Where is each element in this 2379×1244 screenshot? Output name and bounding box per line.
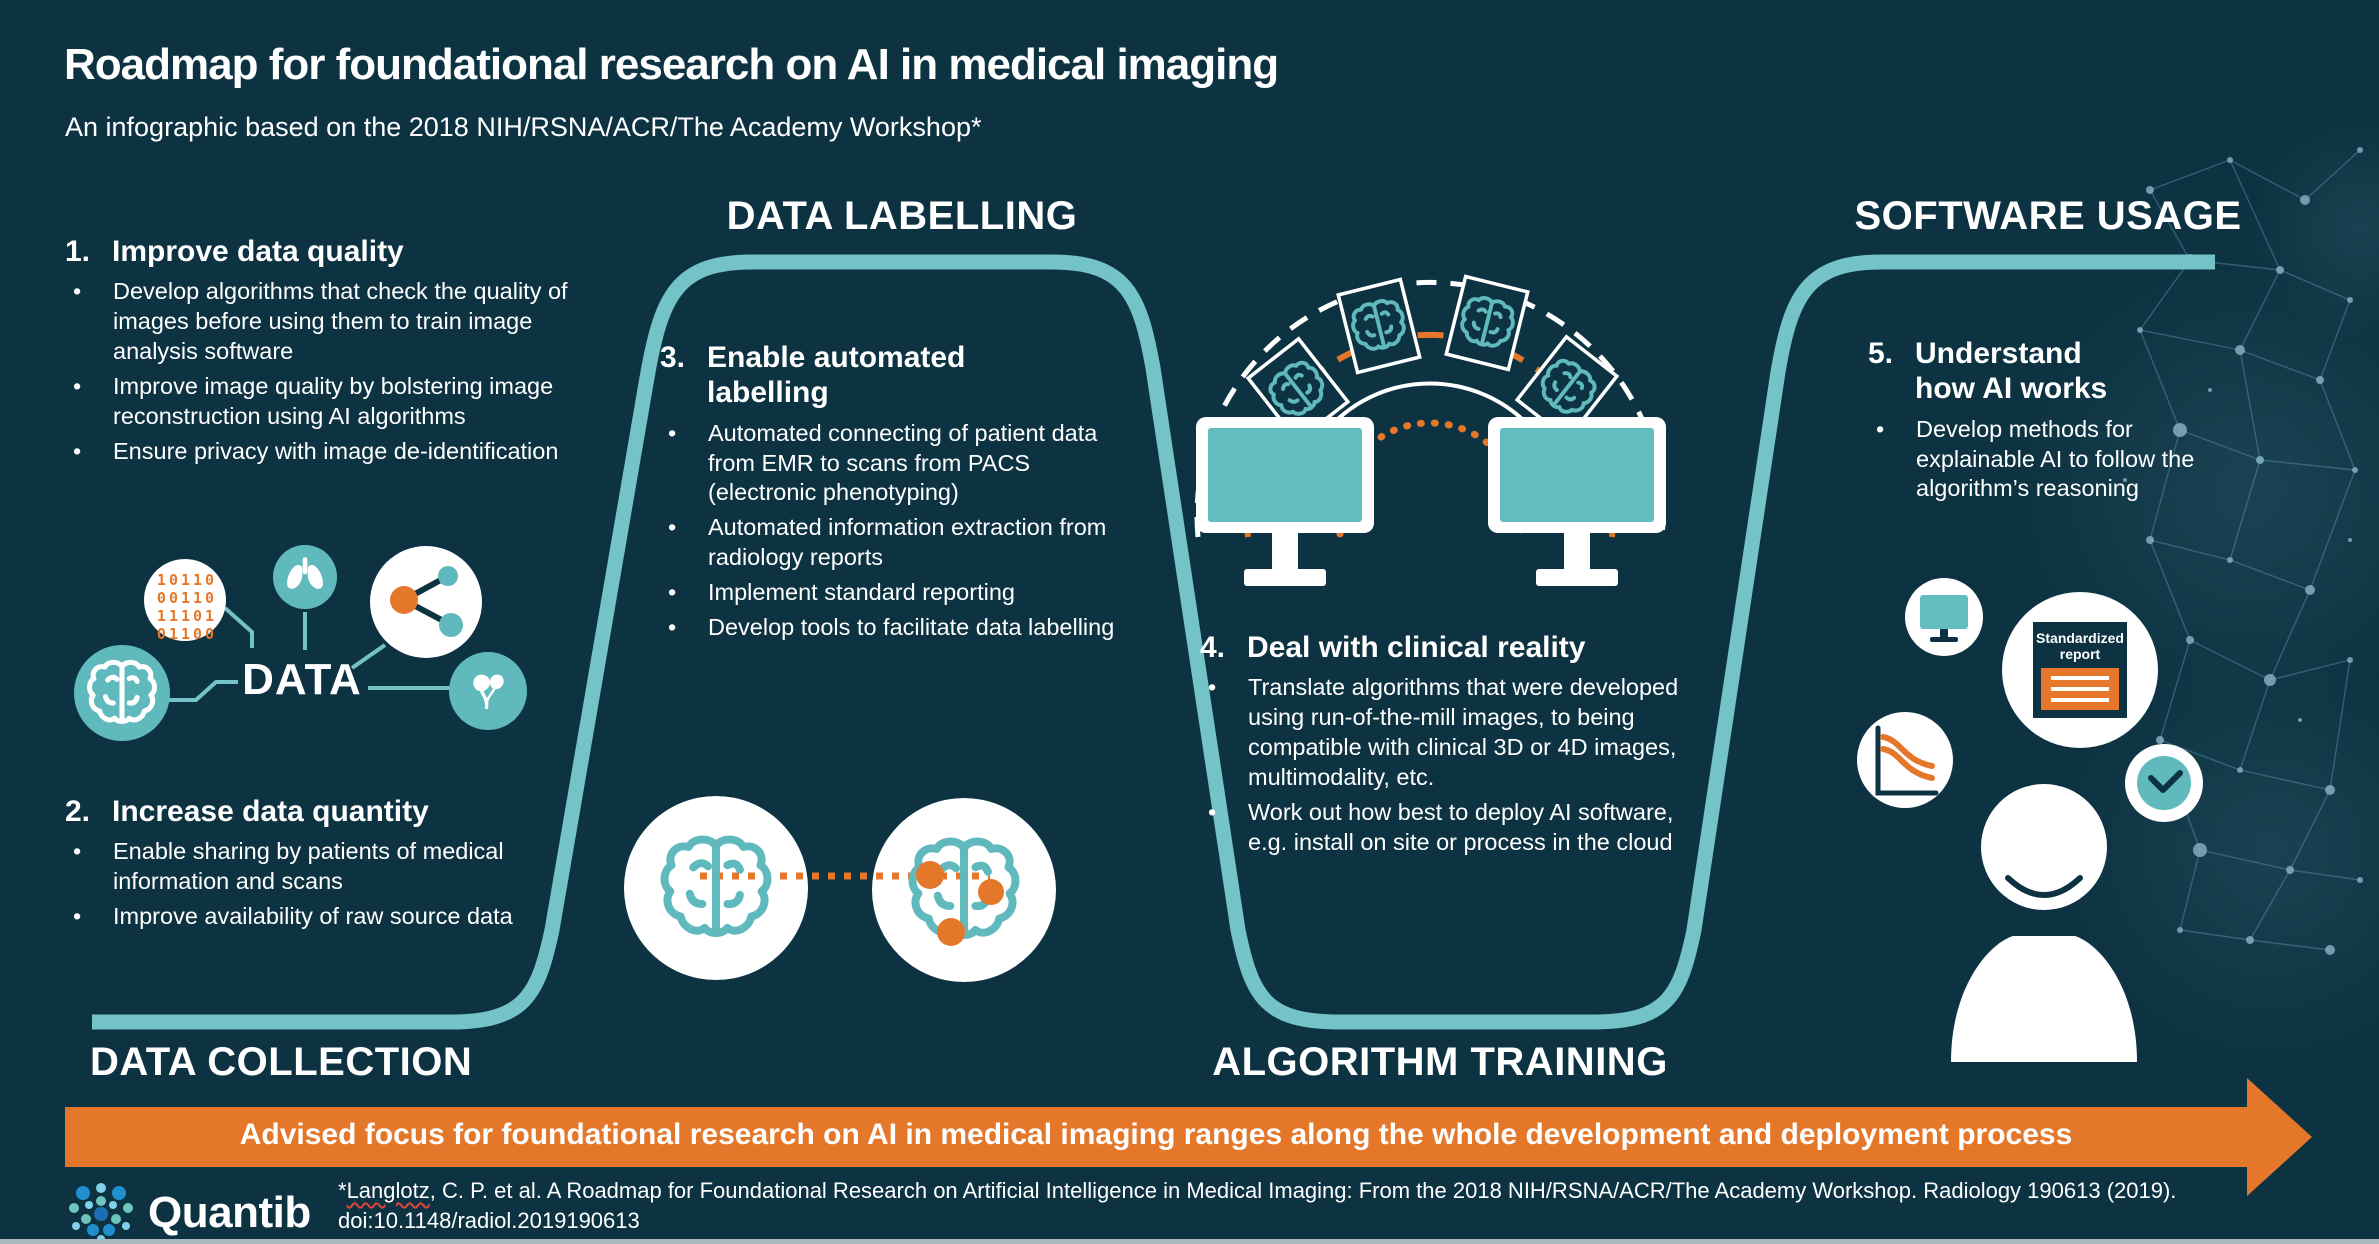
section-heading: 2. Increase data quantity bbox=[65, 794, 595, 829]
section-heading: 4. Deal with clinical reality bbox=[1200, 630, 1680, 665]
decline-chart-icon bbox=[1875, 725, 1939, 796]
section-understand-how-ai-works: 5. Understand how AI works Develop metho… bbox=[1868, 336, 2268, 509]
section-bullets: Develop methods for explainable AI to fo… bbox=[1868, 415, 2228, 505]
bullet-item: Develop tools to facilitate data labelli… bbox=[660, 613, 1120, 643]
section-number: 4. bbox=[1200, 631, 1226, 664]
clock-icon bbox=[2137, 756, 2191, 810]
citation-asterisk: * bbox=[338, 1178, 347, 1203]
report-label-line1: Standardized bbox=[2036, 630, 2124, 646]
arrow-banner-shape bbox=[65, 1078, 2312, 1196]
citation-author: Langlotz bbox=[346, 1178, 430, 1203]
organ-circle bbox=[449, 652, 527, 730]
section-title: Improve data quality bbox=[112, 235, 404, 268]
bullet-item: Develop algorithms that check the qualit… bbox=[65, 277, 595, 367]
algorithm-training-graphic bbox=[1194, 274, 1666, 586]
svg-text:10110: 10110 bbox=[157, 571, 217, 589]
section-number: 3. bbox=[660, 341, 686, 374]
section-bullets: Translate algorithms that were developed… bbox=[1200, 673, 1680, 857]
section-enable-automated-labelling: 3. Enable automated labelling Automated … bbox=[660, 340, 1120, 648]
standardized-report-label: Standardized report bbox=[2033, 630, 2127, 662]
bullet-item: Automated connecting of patient data fro… bbox=[660, 419, 1120, 509]
section-number: 2. bbox=[65, 795, 91, 828]
person-icon bbox=[1951, 784, 2137, 1062]
arrow-banner-text: Advised focus for foundational research … bbox=[239, 1118, 2073, 1151]
standardized-report-icon bbox=[2033, 622, 2127, 718]
phase-label-data-collection: DATA COLLECTION bbox=[90, 1040, 473, 1084]
bullet-item: Improve availability of raw source data bbox=[65, 902, 595, 932]
brain-scan-tiles bbox=[1245, 274, 1620, 444]
section-bullets: Enable sharing by patients of medical in… bbox=[65, 837, 595, 932]
share-network-icon bbox=[390, 566, 463, 637]
data-label: DATA bbox=[242, 655, 362, 704]
page-title: Roadmap for foundational research on AI … bbox=[64, 40, 1279, 89]
section-title: Deal with clinical reality bbox=[1247, 631, 1586, 664]
page-subtitle: An infographic based on the 2018 NIH/RSN… bbox=[65, 112, 982, 142]
data-connector-lines bbox=[168, 606, 452, 702]
lungs-circle bbox=[273, 545, 337, 609]
report-label-line2: report bbox=[2059, 646, 2101, 663]
data-collection-graphic: 10110 00110 11101 01100 DATA bbox=[74, 545, 527, 741]
section-bullets: Automated connecting of patient data fro… bbox=[660, 419, 1120, 643]
bullet-item: Work out how best to deploy AI software,… bbox=[1200, 798, 1680, 858]
bottom-edge-strip bbox=[0, 1239, 2379, 1244]
bullet-item: Develop methods for explainable AI to fo… bbox=[1868, 415, 2228, 505]
section-title: Understand how AI works bbox=[1915, 337, 2108, 406]
brain-labelling-graphic bbox=[624, 796, 1056, 982]
svg-text:00110: 00110 bbox=[157, 589, 217, 607]
section-deal-with-clinical-reality: 4. Deal with clinical reality Translate … bbox=[1200, 630, 1680, 862]
label-dots bbox=[916, 861, 1004, 946]
section-number: 1. bbox=[65, 235, 91, 268]
svg-text:11101: 11101 bbox=[157, 607, 217, 625]
binary-digits: 10110 00110 11101 01100 bbox=[157, 571, 217, 643]
section-improve-data-quality: 1. Improve data quality Develop algorith… bbox=[65, 234, 595, 471]
monitor-right bbox=[1488, 417, 1666, 586]
monitor-icon bbox=[1920, 595, 1968, 642]
section-title: Increase data quantity bbox=[112, 795, 429, 828]
quantib-logo-icon bbox=[69, 1183, 133, 1243]
phase-label-data-labelling: DATA LABELLING bbox=[726, 194, 1078, 238]
section-heading: 5. Understand how AI works bbox=[1868, 336, 2188, 407]
citation-line2: doi:10.1148/radiol.2019190613 bbox=[338, 1207, 640, 1233]
monitor-left bbox=[1196, 417, 1374, 586]
phase-label-software-usage: SOFTWARE USAGE bbox=[1854, 194, 2242, 238]
section-title: Enable automated labelling bbox=[707, 341, 966, 410]
brand-name: Quantib bbox=[148, 1188, 311, 1237]
section-heading: 3. Enable automated labelling bbox=[660, 340, 990, 411]
section-increase-data-quantity: 2. Increase data quantity Enable sharing… bbox=[65, 794, 595, 937]
bullet-item: Implement standard reporting bbox=[660, 578, 1120, 608]
binary-circle bbox=[144, 559, 226, 641]
section-number: 5. bbox=[1868, 337, 1894, 370]
bullet-item: Improve image quality by bolstering imag… bbox=[65, 372, 595, 432]
share-circle bbox=[370, 546, 482, 658]
bullet-item: Ensure privacy with image de-identificat… bbox=[65, 437, 595, 467]
section-heading: 1. Improve data quality bbox=[65, 234, 595, 269]
bullet-item: Enable sharing by patients of medical in… bbox=[65, 837, 595, 897]
svg-text:01100: 01100 bbox=[157, 625, 217, 643]
citation-line1: *Langlotz, C. P. et al. A Roadmap for Fo… bbox=[338, 1176, 2238, 1206]
phase-label-algorithm-training: ALGORITHM TRAINING bbox=[1212, 1040, 1668, 1084]
bullet-item: Translate algorithms that were developed… bbox=[1200, 673, 1680, 792]
section-bullets: Develop algorithms that check the qualit… bbox=[65, 277, 595, 466]
citation: *Langlotz, C. P. et al. A Roadmap for Fo… bbox=[338, 1176, 2238, 1235]
software-usage-graphic bbox=[1857, 578, 2203, 1062]
citation-rest: , C. P. et al. A Roadmap for Foundationa… bbox=[429, 1178, 2177, 1203]
bullet-item: Automated information extraction from ra… bbox=[660, 513, 1120, 573]
